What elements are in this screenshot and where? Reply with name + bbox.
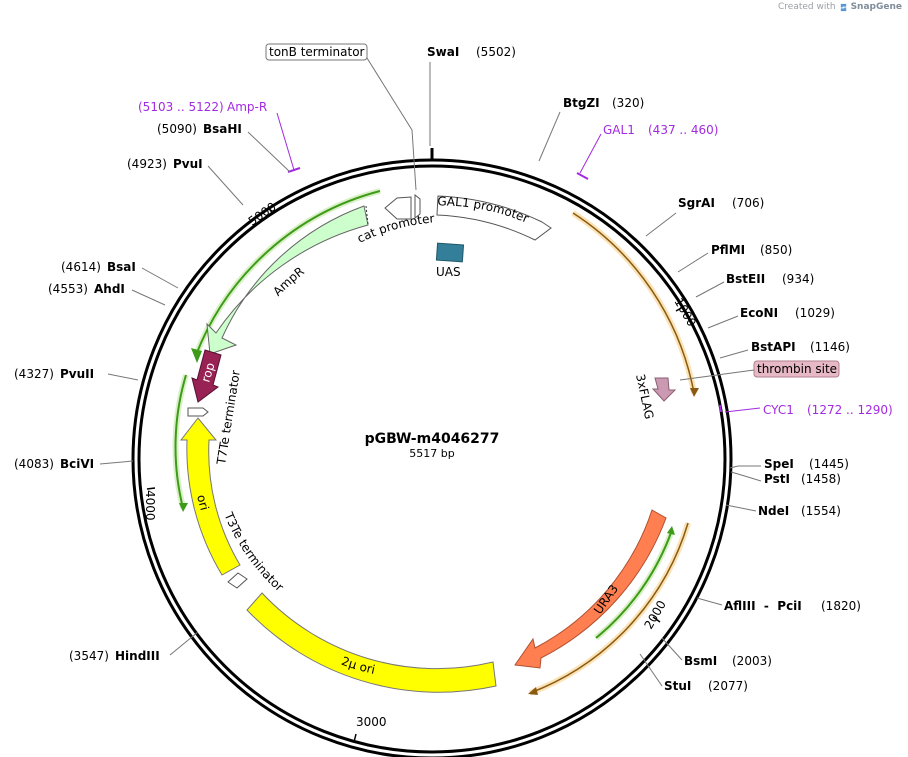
site-sgrai-name: SgrAI bbox=[678, 196, 715, 210]
site-psti-pos: (1458) bbox=[801, 472, 841, 486]
two-micron-ori-box bbox=[246, 592, 497, 693]
site-spei-name: SpeI bbox=[764, 457, 794, 471]
thrombin-site-label: thrombin site bbox=[757, 362, 837, 376]
site-bstapi-name: BstAPI bbox=[751, 340, 796, 354]
primer-gal1-range: (437 .. 460) bbox=[648, 123, 718, 137]
thrombin-site-badge bbox=[753, 360, 840, 378]
snapgene-logo-icon bbox=[840, 3, 846, 11]
thrombin-leader bbox=[679, 369, 755, 381]
site-pvui-name: PvuI bbox=[173, 157, 203, 171]
t3te-terminator-mark bbox=[227, 572, 248, 589]
site-pflmi-name: PflMI bbox=[711, 243, 745, 257]
site-btgzi-pos: (320) bbox=[612, 96, 644, 110]
site-econi-pos: (1029) bbox=[795, 306, 835, 320]
primer-markers bbox=[276, 112, 761, 413]
plasmid-size: 5517 bp bbox=[409, 447, 454, 460]
site-bcivi-name: BciVI bbox=[60, 457, 94, 471]
site-ahdi-name: AhdI bbox=[94, 282, 125, 296]
ori-label: ori bbox=[194, 493, 212, 512]
site-afliii-pcii-name: AflIII - PciI bbox=[724, 599, 802, 613]
primer-gal1-name: GAL1 bbox=[603, 123, 635, 137]
site-bsahi-name: BsaHI bbox=[203, 122, 242, 136]
backbone-inner-ring bbox=[137, 164, 727, 754]
tick-label-4000: 4000 bbox=[143, 490, 157, 521]
tonb-leader bbox=[366, 57, 417, 191]
uas-label: UAS bbox=[436, 265, 461, 279]
site-ahdi-pos: (4553) bbox=[48, 282, 88, 296]
site-swai-name: SwaI bbox=[427, 45, 459, 59]
snapgene-credit: Created with SnapGene bbox=[778, 2, 902, 12]
site-bsmi-pos: (2003) bbox=[732, 654, 772, 668]
ampr-arrow bbox=[206, 205, 369, 355]
rop-arrow bbox=[191, 349, 222, 403]
cat-promoter-arrow bbox=[384, 196, 412, 220]
site-pvui-pos: (4923) bbox=[127, 157, 167, 171]
site-stui-pos: (2077) bbox=[708, 679, 748, 693]
tick-marks bbox=[146, 206, 684, 743]
site-bcivi-pos: (4083) bbox=[14, 457, 54, 471]
site-hindiii-name: HindIII bbox=[115, 649, 160, 663]
site-bsmi-name: BsmI bbox=[684, 654, 717, 668]
site-bsahi-pos: (5090) bbox=[157, 122, 197, 136]
flag-tag-arrow bbox=[651, 377, 677, 402]
site-swai-pos: (5502) bbox=[476, 45, 516, 59]
ampr-dotted-mark bbox=[365, 205, 369, 225]
site-psti-name: PstI bbox=[764, 472, 790, 486]
ura3-arrow bbox=[514, 509, 667, 669]
tonb-terminator-mark bbox=[414, 193, 421, 220]
site-pflmi-pos: (850) bbox=[760, 243, 792, 257]
site-spei-pos: (1445) bbox=[809, 457, 849, 471]
site-stui-name: StuI bbox=[664, 679, 691, 693]
credit-prefix: Created with bbox=[778, 2, 836, 12]
t7te-terminator-mark bbox=[187, 407, 209, 417]
site-pvuii-pos: (4327) bbox=[14, 367, 54, 381]
orf-arcs bbox=[172, 188, 699, 696]
primer-amp-r-range: (5103 .. 5122) bbox=[138, 100, 224, 114]
flag-tag-label: 3xFLAG bbox=[633, 373, 656, 421]
credit-brand: SnapGene bbox=[850, 2, 902, 12]
site-ndei-pos: (1554) bbox=[801, 504, 841, 518]
primer-cyc1-name: CYC1 bbox=[763, 403, 794, 417]
site-hindiii-pos: (3547) bbox=[69, 649, 109, 663]
site-bsai-name: BsaI bbox=[107, 260, 136, 274]
site-econi-name: EcoNI bbox=[740, 306, 778, 320]
site-bstapi-pos: (1146) bbox=[810, 340, 850, 354]
site-bsai-pos: (4614) bbox=[61, 260, 101, 274]
tick-label-3000: 3000 bbox=[356, 715, 387, 729]
tonb-terminator-label: tonB terminator bbox=[269, 45, 365, 59]
site-leaders bbox=[99, 62, 762, 687]
site-afliii-pcii-pos: (1820) bbox=[821, 599, 861, 613]
plasmid-name: pGBW-m4046277 bbox=[365, 431, 500, 447]
tick-label-1000: 1000 bbox=[671, 296, 698, 329]
primer-amp-r-name: Amp-R bbox=[227, 100, 267, 114]
gal1-promoter-arrow bbox=[436, 195, 552, 241]
ori-arrow bbox=[179, 417, 241, 576]
site-pvuii-name: PvuII bbox=[60, 367, 94, 381]
site-btgzi-name: BtgZI bbox=[563, 96, 600, 110]
primer-cyc1-range: (1272 .. 1290) bbox=[807, 403, 893, 417]
rop-label: rop bbox=[198, 361, 217, 384]
site-bsteii-name: BstEII bbox=[726, 272, 765, 286]
site-bsteii-pos: (934) bbox=[782, 272, 814, 286]
site-ndei-name: NdeI bbox=[758, 504, 789, 518]
uas-box bbox=[435, 242, 465, 263]
tonb-terminator-badge bbox=[265, 43, 368, 61]
site-sgrai-pos: (706) bbox=[732, 196, 764, 210]
t7te-terminator-label: T7Te terminator bbox=[214, 369, 243, 466]
